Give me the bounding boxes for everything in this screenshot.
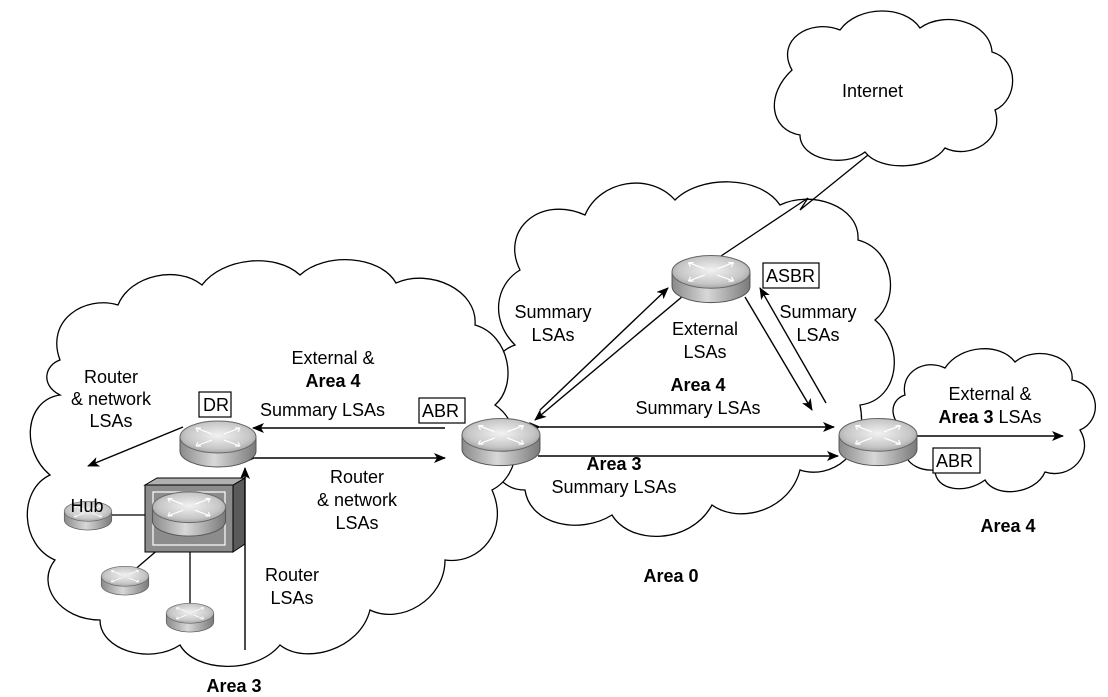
external-lsas-line1: External: [672, 319, 738, 339]
hub-router-icon: [151, 491, 227, 537]
ext-area3-rest: LSAs: [994, 407, 1042, 427]
router-network-left-line3: LSAs: [89, 411, 132, 431]
summary-right-line1: Summary: [779, 302, 856, 322]
hub-label: Hub: [70, 496, 103, 516]
hub-spoke-router-3-icon: [165, 602, 215, 633]
area4-label: Area 4: [980, 516, 1035, 536]
internet-cloud: [773, 10, 1014, 167]
router-network-left-line1: Router: [84, 367, 138, 387]
area4-summary-line1: Area 4: [670, 375, 725, 395]
abr-left-label: ABR: [422, 401, 459, 421]
ext-area4-line3: Summary LSAs: [260, 400, 385, 420]
summary-right-line2: LSAs: [796, 325, 839, 345]
ext-area4-line1: External &: [291, 348, 374, 368]
arrow-abr-to-asbr: [539, 287, 669, 411]
dr-label: DR: [203, 395, 229, 415]
router-lsas-line2: LSAs: [270, 588, 313, 608]
arrow-asbr-to-abr-right: [744, 296, 813, 411]
asbr-label-box: [762, 262, 820, 289]
router-network-mid-line2: & network: [317, 490, 398, 510]
hub-spoke-router-2-icon: [100, 565, 150, 596]
asbr-router-icon: [671, 254, 751, 304]
abr-right-label-box: [932, 447, 981, 474]
ext-area3-bold: Area 3: [938, 407, 993, 427]
abr-left-router-icon: [461, 417, 541, 467]
dr-router-icon: [179, 420, 257, 468]
router-lsas-line1: Router: [265, 565, 319, 585]
summary-left-line1: Summary: [514, 302, 591, 322]
abr-left-label-box: [418, 397, 466, 424]
arrow-abr-right-to-asbr: [759, 287, 827, 404]
area3-label: Area 3: [206, 676, 261, 696]
router-network-mid-line3: LSAs: [335, 513, 378, 533]
external-lsas-line2: LSAs: [683, 342, 726, 362]
area3-summary-line2: Summary LSAs: [551, 477, 676, 497]
area3-cloud: [26, 259, 517, 668]
summary-left-line2: LSAs: [531, 325, 574, 345]
area4-summary-line2: Summary LSAs: [635, 398, 760, 418]
area0-label: Area 0: [643, 566, 698, 586]
internet-link: [714, 154, 869, 261]
router-network-left-line2: & network: [71, 389, 152, 409]
arrow-asbr-to-abr: [534, 295, 684, 421]
arrow-dr-to-hub: [87, 426, 184, 467]
router-network-mid-line1: Router: [330, 467, 384, 487]
ext-area4-line2: Area 4: [305, 371, 360, 391]
ext-area3-line1: External &: [948, 384, 1031, 404]
abr-right-router-icon: [838, 417, 918, 467]
asbr-label: ASBR: [766, 266, 815, 286]
ext-area3-line2: Area 3 LSAs: [938, 407, 1041, 427]
area3-summary-line1: Area 3: [586, 454, 641, 474]
abr-right-label: ABR: [936, 451, 973, 471]
dr-label-box: [198, 391, 232, 418]
internet-label: Internet: [842, 81, 903, 101]
